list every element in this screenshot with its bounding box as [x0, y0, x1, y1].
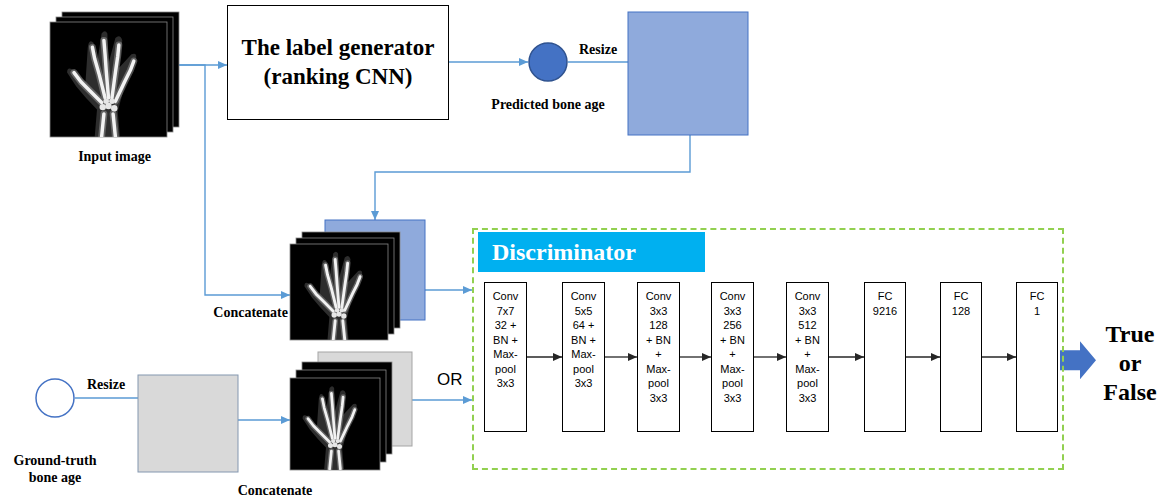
concatenated-stack	[290, 352, 412, 470]
connector-arrow	[680, 356, 711, 357]
connector-arrow	[425, 289, 472, 290]
node-caption: Concatenate	[230, 482, 320, 499]
circle-shape	[36, 379, 74, 417]
concatenated-stack	[290, 220, 425, 340]
node-label: Conv 3x3 256 + BN + Max-pool 3x3	[720, 289, 746, 405]
conv-layer-box: Conv 5x5 64 + BN + Max-pool 3x3	[562, 282, 605, 432]
fc-layer-box: FC 1	[1016, 282, 1058, 432]
or-label: OR	[437, 370, 463, 390]
process-box: The label generator (ranking CNN)	[227, 5, 449, 120]
connector-arrow	[829, 356, 864, 357]
circle-outline	[35, 378, 75, 418]
node-caption: Predicted bone age	[478, 96, 618, 113]
node-caption: Concatenate	[206, 304, 288, 321]
edge-label: Resize	[577, 41, 619, 58]
predicted-age-circle: Predicted bone age	[528, 42, 568, 82]
output-label: True or False	[1098, 312, 1162, 415]
hand-xray	[67, 31, 136, 137]
connector-arrow	[906, 356, 940, 357]
hand-xray	[303, 386, 357, 469]
edge-label: Resize	[85, 376, 127, 393]
image-layer	[50, 22, 167, 137]
conv-layer-box: Conv 3x3 512 + BN + Max-pool 3x3	[786, 282, 829, 432]
node-label: FC 128	[952, 289, 970, 318]
node-caption: Input image	[50, 148, 179, 165]
fc-layer-box: FC 9216	[864, 282, 906, 432]
image-layer	[290, 378, 380, 470]
conv-layer-box: Conv 7x7 32 + BN + Max-pool 3x3	[484, 282, 527, 432]
connector-arrow	[449, 61, 528, 62]
ground-truth-circle: Ground-truth bone age	[35, 378, 75, 418]
input-image-stack: Input image	[50, 12, 179, 137]
conv-layer-box: Conv 3x3 128 + BN + Max-pool 3x3	[637, 282, 680, 432]
image-layer	[290, 244, 388, 340]
node-label: Conv 3x3 128 + BN + Max-pool 3x3	[646, 289, 672, 405]
block-arrow	[1060, 341, 1096, 379]
connector-arrow	[982, 356, 1016, 357]
node-label: Conv 3x3 512 + BN + Max-pool 3x3	[795, 289, 821, 405]
input-image-stack	[50, 12, 179, 137]
conv-layer-box: Conv 3x3 256 + BN + Max-pool 3x3	[711, 282, 754, 432]
node-label: True or False	[1103, 320, 1156, 407]
concatenated-input: Concatenate	[290, 220, 425, 340]
concatenated-input: Concatenate	[290, 352, 412, 470]
connector-arrow	[605, 356, 637, 357]
discriminator-group: DiscriminatorConv 7x7 32 + BN + Max-pool…	[472, 228, 1064, 470]
connector-arrow	[412, 399, 472, 400]
group-title: Discriminator	[478, 232, 705, 272]
fc-layer-box: FC 128	[940, 282, 982, 432]
node-caption: Ground-truth bone age	[0, 452, 110, 486]
circle-shape	[529, 43, 567, 81]
hand-xray	[304, 252, 362, 340]
node-label: FC 9216	[873, 289, 897, 318]
resized-age-map	[138, 375, 238, 472]
node-label: FC 1	[1030, 289, 1045, 318]
circle-outline	[528, 42, 568, 82]
connector-arrow	[754, 356, 786, 357]
node-label: The label generator (ranking CNN)	[228, 34, 448, 92]
connector-arrow	[527, 356, 562, 357]
node-label: Conv 7x7 32 + BN + Max-pool 3x3	[493, 289, 519, 391]
resized-age-map	[628, 12, 748, 135]
node-label: Conv 5x5 64 + BN + Max-pool 3x3	[571, 289, 597, 391]
